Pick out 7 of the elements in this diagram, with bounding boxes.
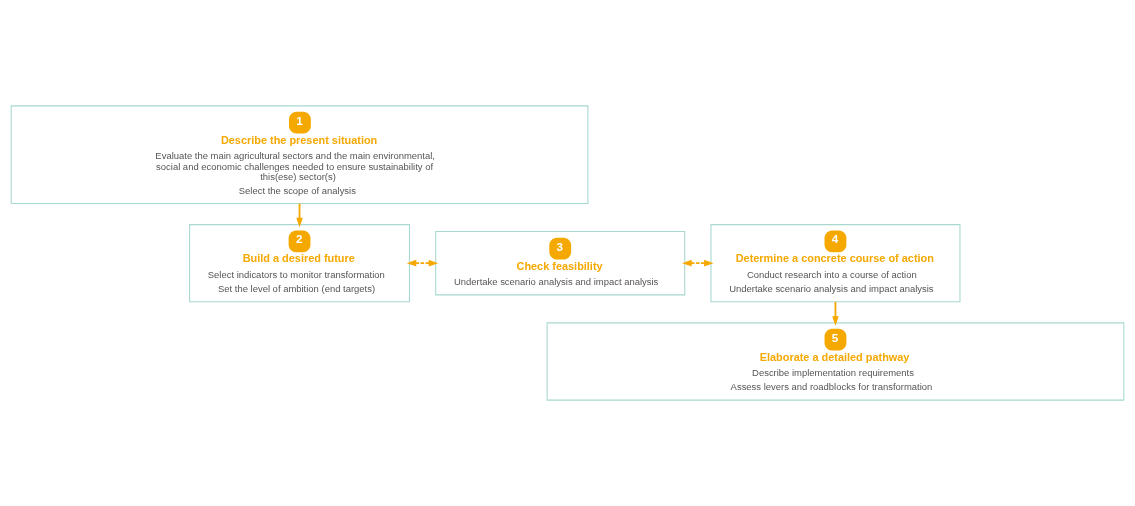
node-box: 3 Check feasibility Undertake scenario analysis and impact analysis xyxy=(435,230,686,296)
node-box: 4 Determine a concrete course of action Conduct research into a course of action Undertake scenario analysis and impact analysis xyxy=(710,224,961,303)
arrow xyxy=(682,259,714,267)
node-box: 2 Build a desired future Select indicators to monitor transformation Set the level of ambition (end targets) xyxy=(189,224,411,303)
node-box: 5 Elaborate a detailed pathway Describe implementation requirements Assess levers and roadblocks for transformation xyxy=(546,322,1125,401)
arrow xyxy=(406,259,439,267)
node-box: 1 Describe the present situation Evaluate the main agricultural sectors and the main environmental, social and economic challenges needed to ensure sustainability of this(ese) sector(s) Select the scope of analysis xyxy=(10,105,589,205)
